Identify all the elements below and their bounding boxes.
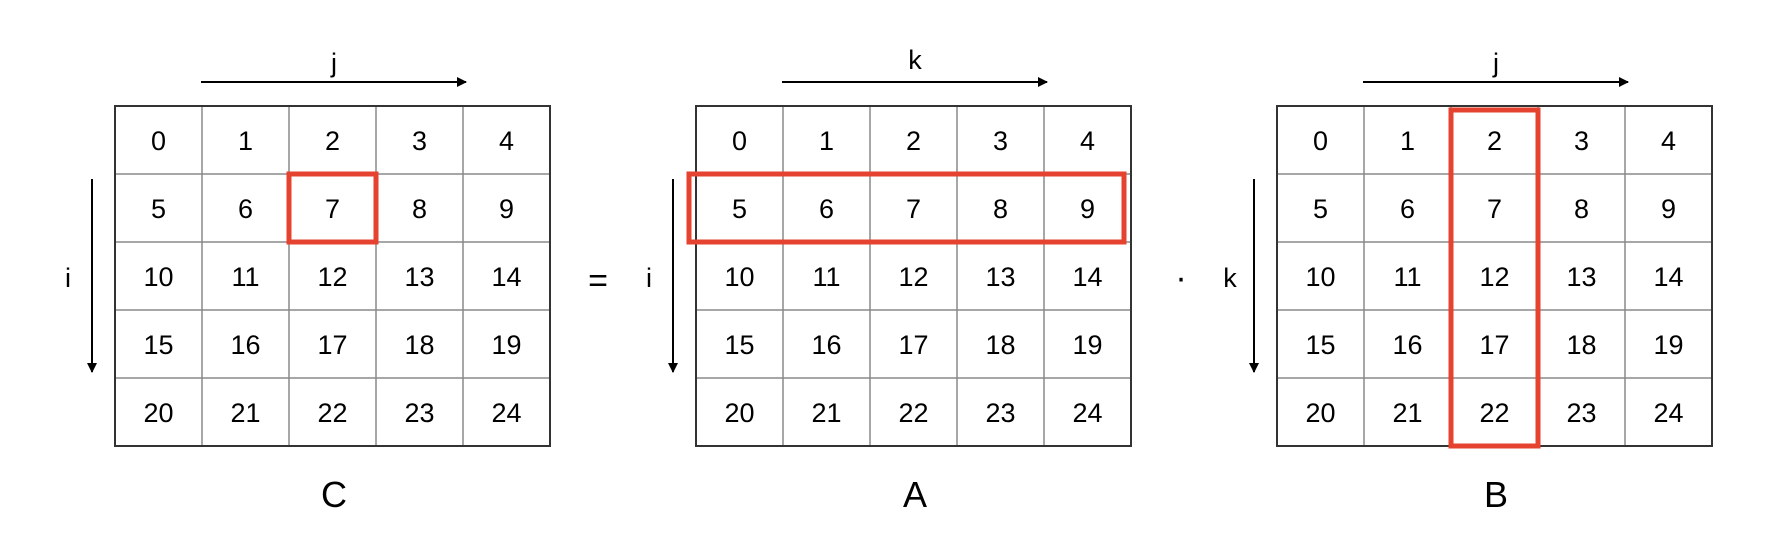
matrix-b-cell: 11	[1393, 262, 1421, 292]
matrix-b-cell: 4	[1661, 126, 1676, 156]
matrix-b-cell: 6	[1400, 194, 1415, 224]
matrix-c-cell: 2	[325, 126, 340, 156]
matrix-b-cell: 17	[1479, 330, 1509, 360]
matrix-a-label: A	[903, 474, 927, 515]
matrix-c-cell: 23	[404, 398, 434, 428]
matrix-c-label: C	[321, 474, 347, 515]
matrix-c-cell: 7	[325, 194, 340, 224]
matrix-c-cell: 24	[491, 398, 521, 428]
matrix-c-cell: 19	[491, 330, 521, 360]
matrix-c-cell: 12	[317, 262, 347, 292]
matrix-a-cell: 12	[898, 262, 928, 292]
matrix-c-cell: 4	[499, 126, 514, 156]
matrix-a-col-axis-label: k	[908, 45, 922, 75]
matrix-b-cell: 13	[1566, 262, 1596, 292]
matrix-c-cell: 13	[404, 262, 434, 292]
matrix-b-col-axis-label: j	[1492, 48, 1499, 78]
matrix-c-row-axis-label: i	[65, 263, 71, 293]
matrix-c-cell: 22	[317, 398, 347, 428]
matrix-a-cell: 24	[1072, 398, 1102, 428]
matrix-a-cell: 22	[898, 398, 928, 428]
matrix-a-cell: 5	[732, 194, 747, 224]
matrix-a-cell: 20	[724, 398, 754, 428]
matrix-c-cell: 16	[230, 330, 260, 360]
matrix-a-cell: 11	[812, 262, 840, 292]
matrix-b-cell: 1	[1400, 126, 1415, 156]
matrix-b-cell: 23	[1566, 398, 1596, 428]
matrix-c-cell: 9	[499, 194, 514, 224]
matrix-b-cell: 0	[1313, 126, 1328, 156]
matrix-a-cell: 7	[906, 194, 921, 224]
matrix-c-highlight-cell	[286, 171, 379, 245]
matrix-c-col-axis-label: j	[330, 48, 337, 78]
matrix-c-border	[114, 105, 551, 447]
matrix-c-cell: 5	[151, 194, 166, 224]
dot-operator: ·	[1175, 259, 1186, 297]
matrix-a-cell: 1	[819, 126, 834, 156]
matrix-b-cell: 22	[1479, 398, 1509, 428]
matrix-a-cell: 6	[819, 194, 834, 224]
matrix-c-cell: 0	[151, 126, 166, 156]
matrix-a-cell: 13	[985, 262, 1015, 292]
matrix-b-cell: 9	[1661, 194, 1676, 224]
matrix-a-cell: 14	[1072, 262, 1102, 292]
matrix-a-row-axis-label: i	[646, 263, 652, 293]
matrix-b-label: B	[1484, 474, 1508, 515]
matrix-c-cell: 11	[231, 262, 259, 292]
matrix-b-cell: 7	[1487, 194, 1502, 224]
matrix-b-highlight-col	[1448, 107, 1541, 449]
matrix-a-cell: 16	[811, 330, 841, 360]
matrix-a-cell: 2	[906, 126, 921, 156]
matrix-a-cell: 15	[724, 330, 754, 360]
matrix-a-cell: 10	[724, 262, 754, 292]
matrix-c-cell: 20	[143, 398, 173, 428]
matrix-b-cell: 14	[1653, 262, 1683, 292]
matrix-c-cell: 18	[404, 330, 434, 360]
matrix-b-row-axis-label: k	[1223, 263, 1237, 293]
matrix-b-cell: 20	[1305, 398, 1335, 428]
matrix-a-border	[695, 105, 1132, 447]
matrix-b-cell: 8	[1574, 194, 1589, 224]
matrix-c-cell: 14	[491, 262, 521, 292]
matrix-c-cell: 6	[238, 194, 253, 224]
matrix-b-cell: 3	[1574, 126, 1589, 156]
matrix-a-cell: 0	[732, 126, 747, 156]
matrix-b-cell: 16	[1392, 330, 1422, 360]
matrix-a-cell: 21	[811, 398, 841, 428]
matrix-c-cell: 15	[143, 330, 173, 360]
matrix-b-cell: 12	[1479, 262, 1509, 292]
matrix-c-cell: 21	[230, 398, 260, 428]
matrix-a-cell: 17	[898, 330, 928, 360]
matrix-b-cell: 2	[1487, 126, 1502, 156]
matrix-b-cell: 18	[1566, 330, 1596, 360]
matrix-c-cell: 3	[412, 126, 427, 156]
matrix-a-highlight-row	[686, 171, 1127, 245]
matrix-a-cell: 9	[1080, 194, 1095, 224]
matrix-a-cell: 18	[985, 330, 1015, 360]
matrix-a-cell: 19	[1072, 330, 1102, 360]
matrix-a-cell: 3	[993, 126, 1008, 156]
matrix-c-cell: 10	[143, 262, 173, 292]
matrix-a-cell: 23	[985, 398, 1015, 428]
equals-operator: =	[588, 262, 608, 300]
matrix-b-cell: 15	[1305, 330, 1335, 360]
matrix-c-cell: 1	[238, 126, 253, 156]
matrix-b-cell: 24	[1653, 398, 1683, 428]
matrix-c-cell: 17	[317, 330, 347, 360]
matrix-b-cell: 5	[1313, 194, 1328, 224]
matrix-a-cell: 8	[993, 194, 1008, 224]
matrix-c-cell: 8	[412, 194, 427, 224]
matrix-b-cell: 19	[1653, 330, 1683, 360]
matrix-b-cell: 21	[1392, 398, 1422, 428]
matrix-a-cell: 4	[1080, 126, 1095, 156]
matrix-b-cell: 10	[1305, 262, 1335, 292]
